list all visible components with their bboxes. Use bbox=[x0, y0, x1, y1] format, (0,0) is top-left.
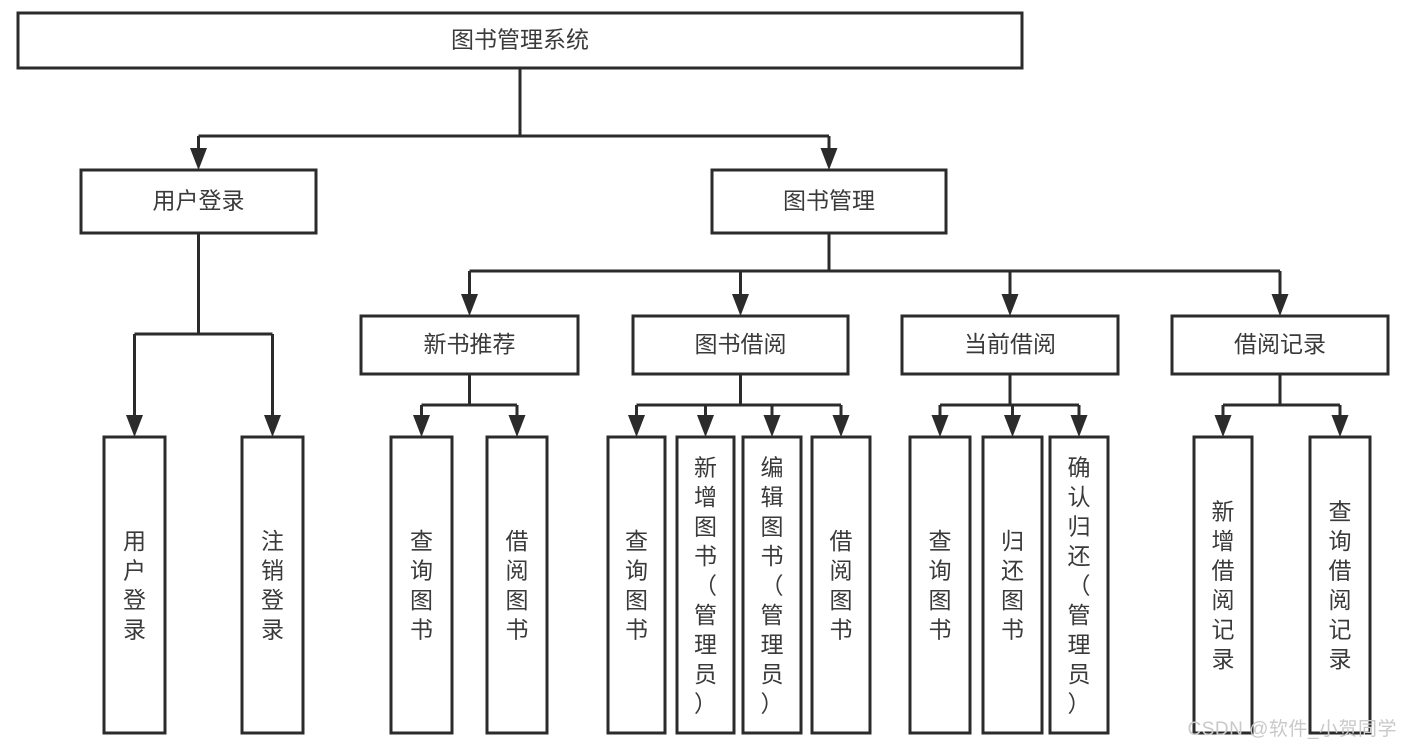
node-leaf-5[interactable]: 查询图书 bbox=[606, 435, 667, 735]
connector-layer bbox=[126, 68, 1349, 437]
node-box-leaf-9[interactable] bbox=[908, 435, 972, 735]
node-box-book-mgmt[interactable] bbox=[710, 168, 948, 235]
node-records[interactable]: 借阅记录 bbox=[1170, 314, 1390, 376]
arrow-head-icon bbox=[1331, 415, 1349, 437]
node-label-borrow: 图书借阅 bbox=[695, 331, 787, 357]
node-box-leaf-10[interactable] bbox=[981, 435, 1044, 735]
arrow-head-icon bbox=[126, 415, 143, 437]
connector-group-current bbox=[931, 374, 1088, 437]
arrow-head-icon bbox=[832, 415, 850, 437]
node-box-leaf-5[interactable] bbox=[606, 435, 667, 735]
node-leaf-12[interactable]: 新增借阅记录 bbox=[1192, 435, 1254, 735]
node-box-leaf-12[interactable] bbox=[1192, 435, 1254, 735]
node-current[interactable]: 当前借阅 bbox=[900, 314, 1120, 376]
node-label-current: 当前借阅 bbox=[964, 331, 1056, 357]
node-box-leaf-11[interactable] bbox=[1048, 435, 1110, 735]
node-leaf-3[interactable]: 查询图书 bbox=[389, 435, 454, 735]
node-leaf-9[interactable]: 查询图书 bbox=[908, 435, 972, 735]
node-label-leaf-7: 编辑图书（管理员） bbox=[761, 454, 784, 716]
arrow-head-icon bbox=[1214, 415, 1232, 437]
node-label-user-login: 用户登录 bbox=[153, 188, 245, 214]
node-leaf-8[interactable]: 借阅图书 bbox=[810, 435, 872, 735]
node-book-mgmt[interactable]: 图书管理 bbox=[710, 168, 948, 235]
node-label-leaf-5: 查询图书 bbox=[625, 528, 648, 643]
node-label-book-mgmt: 图书管理 bbox=[783, 188, 875, 214]
node-label-leaf-10: 归还图书 bbox=[1001, 528, 1024, 643]
connector-group-new-rec bbox=[413, 374, 526, 437]
node-leaf-11[interactable]: 确认归还（管理员） bbox=[1048, 435, 1110, 735]
arrow-head-icon bbox=[1271, 294, 1289, 316]
arrow-head-icon bbox=[697, 415, 714, 437]
arrow-head-icon bbox=[1070, 415, 1088, 437]
node-borrow[interactable]: 图书借阅 bbox=[631, 314, 850, 376]
node-box-leaf-1[interactable] bbox=[102, 435, 167, 735]
node-box-leaf-3[interactable] bbox=[389, 435, 454, 735]
node-box-leaf-2[interactable] bbox=[240, 435, 305, 735]
node-box-root[interactable] bbox=[16, 11, 1024, 70]
connector-group-records bbox=[1214, 374, 1349, 437]
node-new-rec[interactable]: 新书推荐 bbox=[359, 314, 580, 376]
arrow-head-icon bbox=[1001, 294, 1019, 316]
node-label-leaf-6: 新增图书（管理员） bbox=[694, 454, 717, 716]
node-label-records: 借阅记录 bbox=[1234, 331, 1326, 357]
node-box-leaf-8[interactable] bbox=[810, 435, 872, 735]
arrow-head-icon bbox=[413, 415, 430, 437]
node-box-leaf-7[interactable] bbox=[741, 435, 803, 735]
node-label-leaf-13: 查询借阅记录 bbox=[1329, 499, 1352, 673]
node-root[interactable]: 图书管理系统 bbox=[16, 11, 1024, 70]
arrow-head-icon bbox=[190, 148, 207, 170]
arrow-head-icon bbox=[264, 415, 281, 437]
node-label-leaf-4: 借阅图书 bbox=[506, 528, 529, 643]
node-label-leaf-12: 新增借阅记录 bbox=[1212, 499, 1235, 673]
arrow-head-icon bbox=[1004, 415, 1021, 437]
node-leaf-7[interactable]: 编辑图书（管理员） bbox=[741, 435, 803, 735]
node-leaf-2[interactable]: 注销登录 bbox=[240, 435, 305, 735]
node-leaf-13[interactable]: 查询借阅记录 bbox=[1308, 435, 1372, 735]
node-leaf-4[interactable]: 借阅图书 bbox=[485, 435, 549, 735]
node-box-leaf-13[interactable] bbox=[1308, 435, 1372, 735]
node-leaf-6[interactable]: 新增图书（管理员） bbox=[675, 435, 736, 735]
arrow-head-icon bbox=[820, 148, 838, 170]
node-label-leaf-2: 注销登录 bbox=[261, 528, 284, 643]
arrow-head-icon bbox=[508, 415, 526, 437]
node-label-root: 图书管理系统 bbox=[451, 27, 589, 53]
arrow-head-icon bbox=[763, 415, 781, 437]
node-label-leaf-1: 用户登录 bbox=[123, 528, 146, 643]
connector-group-user-login bbox=[126, 233, 281, 437]
node-box-user-login[interactable] bbox=[79, 168, 318, 235]
node-box-borrow[interactable] bbox=[631, 314, 850, 376]
node-leaf-1[interactable]: 用户登录 bbox=[102, 435, 167, 735]
node-layer: 图书管理系统用户登录图书管理新书推荐图书借阅当前借阅借阅记录用户登录注销登录查询… bbox=[16, 11, 1390, 735]
node-box-current[interactable] bbox=[900, 314, 1120, 376]
node-leaf-10[interactable]: 归还图书 bbox=[981, 435, 1044, 735]
node-label-leaf-11: 确认归还（管理员） bbox=[1068, 454, 1091, 716]
connector-group-root bbox=[190, 68, 838, 170]
arrow-head-icon bbox=[628, 415, 645, 437]
node-box-leaf-6[interactable] bbox=[675, 435, 736, 735]
arrow-head-icon bbox=[732, 294, 749, 316]
node-label-new-rec: 新书推荐 bbox=[424, 331, 516, 357]
node-label-leaf-3: 查询图书 bbox=[410, 528, 433, 643]
connector-group-book-mgmt bbox=[461, 233, 1289, 316]
arrow-head-icon bbox=[931, 415, 949, 437]
node-label-leaf-9: 查询图书 bbox=[929, 528, 952, 643]
connector-group-borrow bbox=[628, 374, 850, 437]
node-box-records[interactable] bbox=[1170, 314, 1390, 376]
node-label-leaf-8: 借阅图书 bbox=[830, 528, 853, 643]
node-box-leaf-4[interactable] bbox=[485, 435, 549, 735]
watermark-label: CSDN @软件_小贺同学 bbox=[1187, 719, 1397, 740]
node-box-new-rec[interactable] bbox=[359, 314, 580, 376]
arrow-head-icon bbox=[461, 294, 478, 316]
node-user-login[interactable]: 用户登录 bbox=[79, 168, 318, 235]
